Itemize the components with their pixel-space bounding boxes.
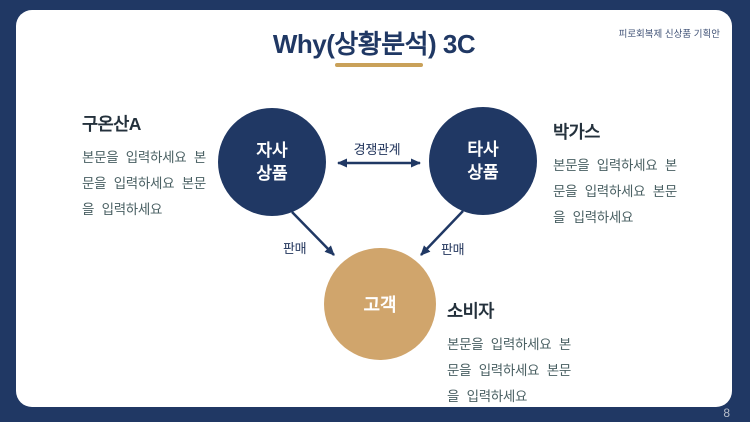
- node-other-product-label-2: 상품: [467, 163, 499, 182]
- text-block-left-line: 본문을 입력하세요 본: [82, 150, 206, 165]
- page-number: 8: [723, 406, 730, 420]
- text-block-left: 구온산A 본문을 입력하세요 본 문을 입력하세요 본문 을 입력하세요: [82, 111, 232, 223]
- text-block-bottom: 소비자 본문을 입력하세요 본 문을 입력하세요 본문 을 입력하세요: [447, 298, 607, 410]
- text-block-right: 박가스 본문을 입력하세요 본 문을 입력하세요 본문 을 입력하세요: [553, 119, 713, 231]
- node-other-product: 타사 상품: [429, 107, 537, 215]
- text-block-bottom-heading: 소비자: [447, 301, 494, 321]
- text-block-left-heading: 구온산A: [82, 114, 141, 134]
- text-block-bottom-line: 본문을 입력하세요 본: [447, 337, 571, 352]
- slide-caption: 피로회복제 신상품 기획안: [618, 29, 720, 40]
- competition-label: 경쟁관계: [353, 142, 401, 157]
- node-own-product-label-1: 자사: [256, 141, 288, 160]
- text-block-right-line: 을 입력하세요: [553, 210, 634, 225]
- node-other-product-label-1: 타사: [467, 140, 499, 159]
- text-block-right-line: 본문을 입력하세요 본: [553, 158, 677, 173]
- node-customer-label: 고객: [363, 295, 397, 315]
- text-block-right-line: 문을 입력하세요 본문: [553, 184, 677, 199]
- node-own-product: 자사 상품: [218, 108, 326, 216]
- node-own-product-label-2: 상품: [256, 164, 288, 183]
- text-block-left-line: 문을 입력하세요 본문: [82, 176, 206, 191]
- slide-title: Why(상황분석) 3C: [272, 29, 476, 59]
- sale-label-right: 판매: [441, 242, 465, 257]
- text-block-bottom-line: 을 입력하세요: [447, 389, 528, 404]
- text-block-right-heading: 박가스: [553, 122, 600, 142]
- title-underline: [335, 63, 423, 67]
- sale-label-left: 판매: [283, 241, 307, 256]
- slide-panel: Why(상황분석) 3C 피로회복제 신상품 기획안 자사 상품 타사 상품 고…: [16, 10, 732, 407]
- text-block-bottom-line: 문을 입력하세요 본문: [447, 363, 571, 378]
- text-block-left-line: 을 입력하세요: [82, 202, 163, 217]
- node-customer: 고객: [324, 248, 436, 360]
